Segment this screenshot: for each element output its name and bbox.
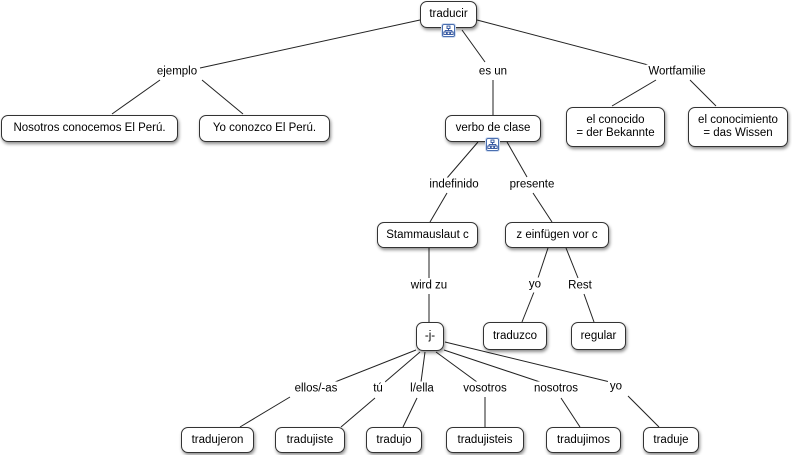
submap-icon[interactable] xyxy=(486,138,499,151)
link-label-l-ella[interactable]: l/ella xyxy=(408,381,436,397)
connection-lines xyxy=(111,19,717,428)
concept-tradujo[interactable]: tradujo xyxy=(366,427,422,453)
concept-z-einfuegen[interactable]: z einfügen vor c xyxy=(505,222,609,248)
link-ejemplo-ej1 xyxy=(111,79,161,115)
concept-el-conocido[interactable]: el conocido = der Bekannte xyxy=(566,107,665,147)
concept-j[interactable]: -j- xyxy=(416,322,444,351)
concept-regular[interactable]: regular xyxy=(571,322,626,350)
link-j-lella xyxy=(420,351,426,383)
link-yo2-traduje xyxy=(627,395,660,428)
link-label-ejemplo[interactable]: ejemplo xyxy=(154,64,200,80)
concept-stammauslaut-c[interactable]: Stammauslaut c xyxy=(377,222,478,248)
submap-icon[interactable] xyxy=(442,24,455,37)
concept-tradujisteis[interactable]: tradujisteis xyxy=(446,427,524,453)
concept-traducir[interactable]: traducir xyxy=(420,1,477,28)
link-label-wird-zu[interactable]: wird zu xyxy=(408,278,450,294)
link-indefinido-stamm xyxy=(429,192,448,223)
link-tu-tradujiste xyxy=(340,397,376,428)
link-nosotros-tradujimos xyxy=(560,397,581,428)
link-presente-zein xyxy=(532,192,553,223)
link-label-ellos[interactable]: ellos/-as xyxy=(292,381,340,397)
concept-tradujeron[interactable]: tradujeron xyxy=(181,427,254,453)
link-lella-tradujo xyxy=(402,397,418,428)
link-j-vosotros xyxy=(435,351,478,383)
link-yo-traduzco xyxy=(521,291,535,323)
concept-yo-conozco[interactable]: Yo conozco El Perú. xyxy=(199,115,330,142)
link-label-indefinido[interactable]: indefinido xyxy=(427,177,481,193)
concept-nosotros-conocemos[interactable]: Nosotros conocemos El Perú. xyxy=(1,115,178,142)
link-label-yo-present[interactable]: yo xyxy=(526,277,544,293)
concept-tradujiste[interactable]: tradujiste xyxy=(275,427,345,453)
link-label-wortfamilie[interactable]: Wortfamilie xyxy=(646,64,708,80)
link-wortfamilie-wf2 xyxy=(689,79,717,107)
concept-traduje[interactable]: traduje xyxy=(643,427,699,453)
link-label-rest[interactable]: Rest xyxy=(566,278,594,294)
link-j-ellos xyxy=(334,349,417,383)
link-label-es-un[interactable]: es un xyxy=(476,64,510,80)
link-label-nosotros[interactable]: nosotros xyxy=(531,381,581,397)
concept-verbo-de-clase[interactable]: verbo de clase xyxy=(445,115,541,142)
concept-tradujimos[interactable]: tradujimos xyxy=(546,427,621,453)
link-label-presente[interactable]: presente xyxy=(507,177,557,193)
link-label-yo-preterite[interactable]: yo xyxy=(607,379,625,395)
link-ejemplo-ej2 xyxy=(201,79,244,115)
link-traducir-esun xyxy=(461,29,486,63)
concept-el-conocimiento[interactable]: el conocimiento = das Wissen xyxy=(688,107,788,147)
link-label-tu[interactable]: tú xyxy=(371,381,385,397)
link-verbo-indefinido xyxy=(446,141,479,179)
link-traducir-wortfamilie xyxy=(476,19,653,67)
link-ellos-tradujeron xyxy=(239,396,291,428)
link-j-nosotros xyxy=(443,349,541,383)
link-verbo-presente xyxy=(506,141,528,178)
link-label-vosotros[interactable]: vosotros xyxy=(461,381,509,397)
concept-traduzco[interactable]: traduzco xyxy=(483,322,547,350)
link-traducir-ejemplo xyxy=(199,19,421,69)
link-j-yo2 xyxy=(444,341,611,383)
link-zein-yo xyxy=(537,247,549,279)
link-rest-regular xyxy=(583,293,595,323)
link-j-tu xyxy=(384,351,421,383)
link-zein-rest xyxy=(565,247,579,279)
link-wortfamilie-wf1 xyxy=(611,79,657,107)
